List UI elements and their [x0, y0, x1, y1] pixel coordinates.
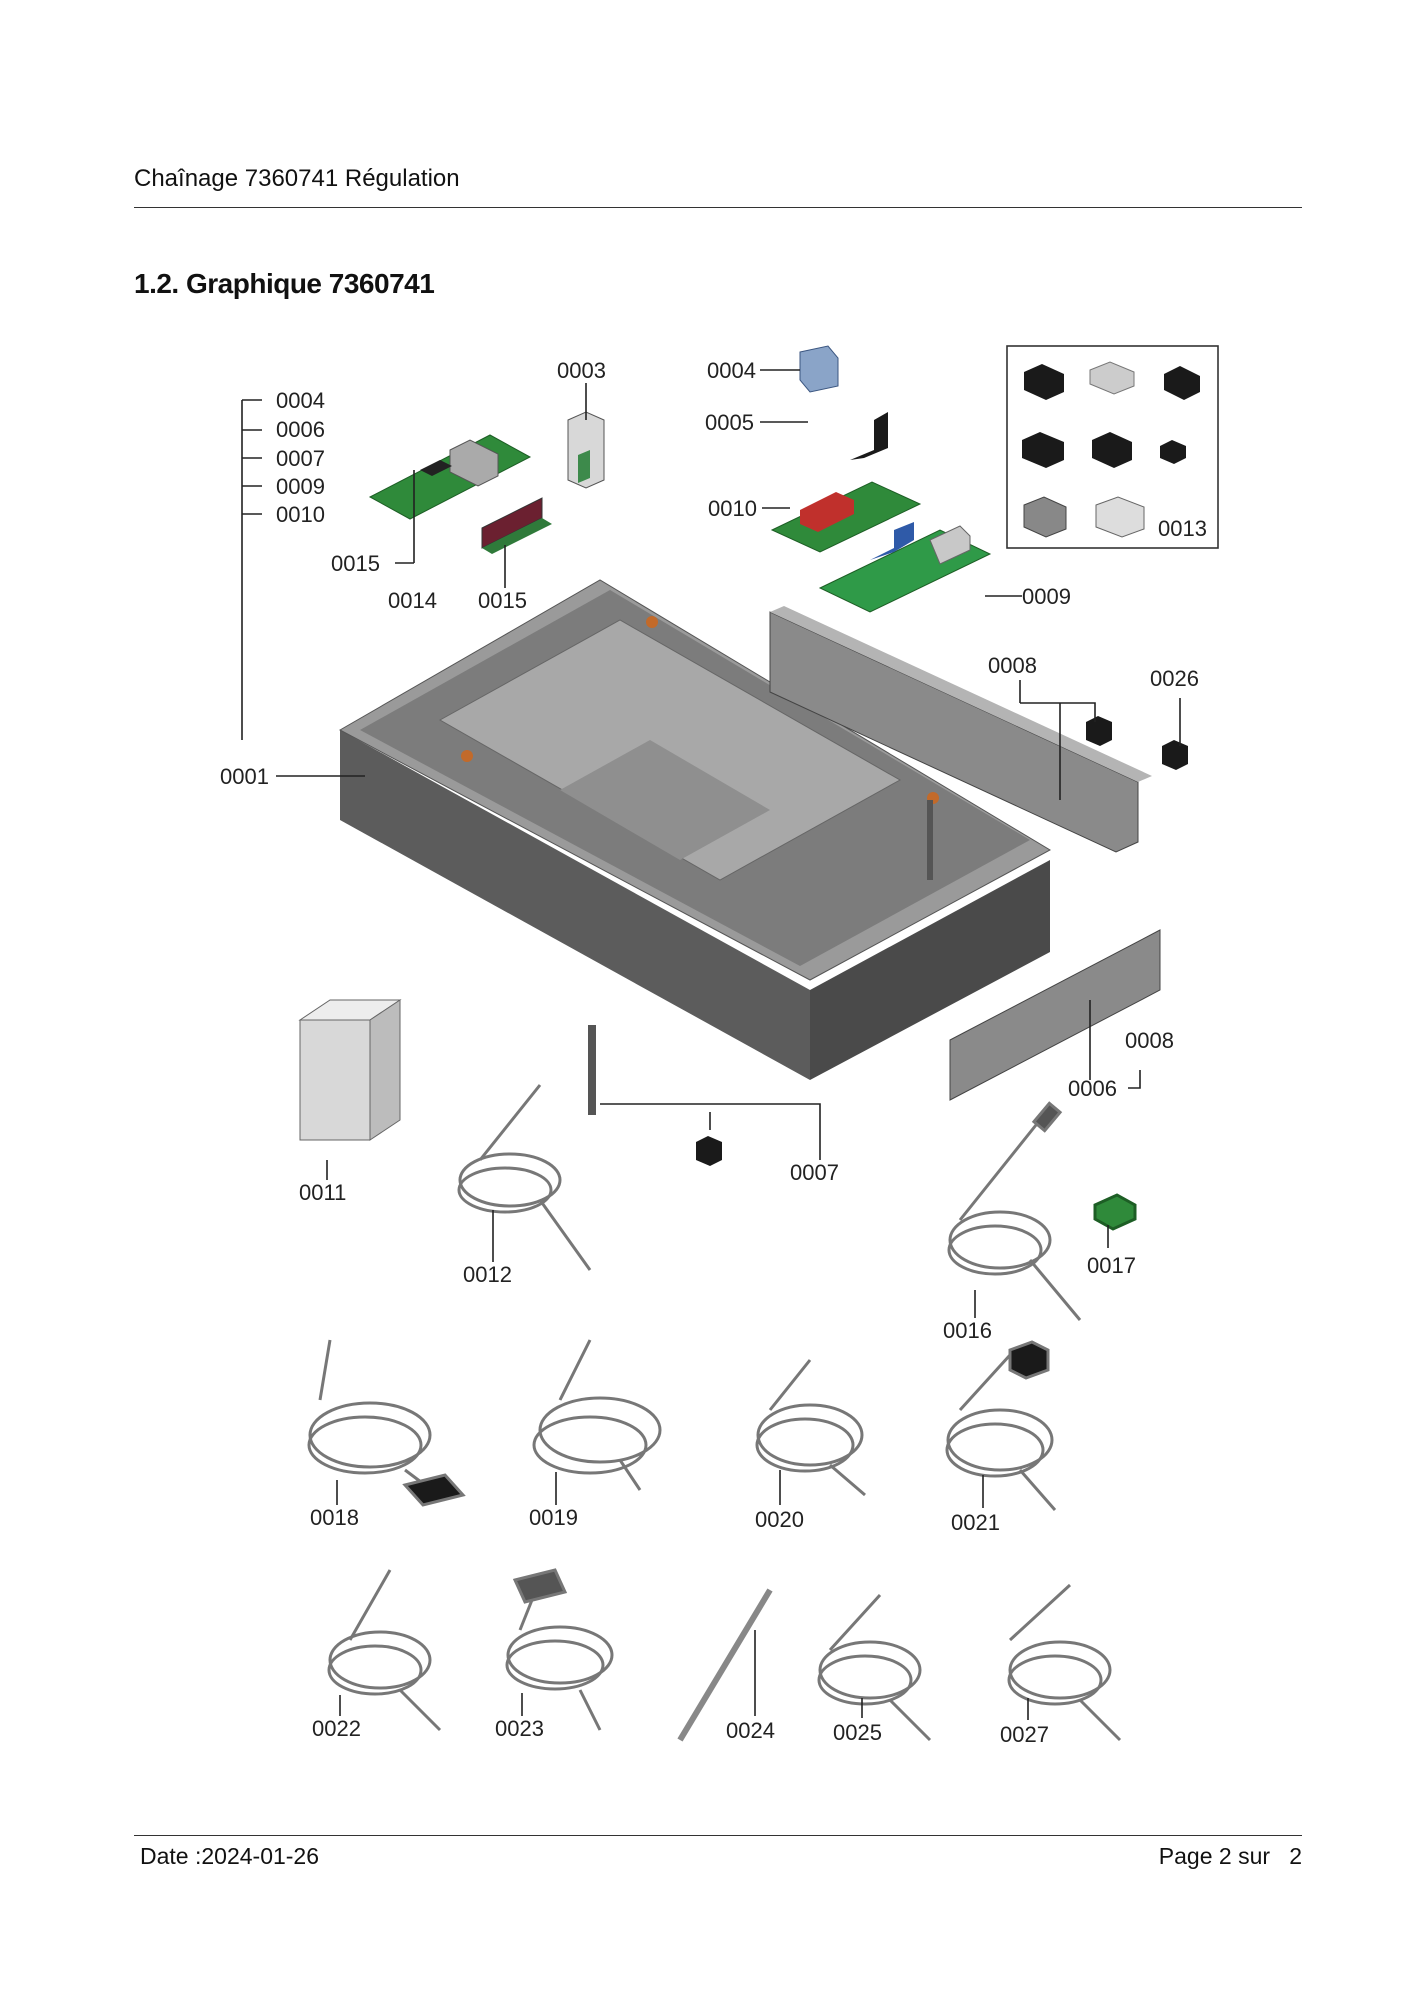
callout-0004-left: 0004 — [276, 388, 325, 413]
callout-0004-right: 0004 — [707, 358, 756, 383]
callout-0003: 0003 — [557, 358, 606, 383]
cable-coils — [307, 1084, 1137, 1742]
callout-0008-bottom: 0008 — [1125, 1028, 1174, 1053]
header-divider — [134, 207, 1302, 208]
footer-divider — [134, 1835, 1302, 1836]
callout-0015-left: 0015 — [331, 551, 380, 576]
callout-0017: 0017 — [1087, 1253, 1136, 1278]
front-cover-0006 — [949, 929, 1161, 1101]
callout-0015-bottom: 0015 — [478, 588, 527, 613]
callout-0008-top: 0008 — [988, 653, 1037, 678]
section-title: 1.2. Graphique 7360741 — [134, 268, 435, 299]
callout-0006-left: 0006 — [276, 417, 325, 442]
terminal-strip-0008 — [769, 606, 1152, 853]
callout-0010-right: 0010 — [708, 496, 757, 521]
pcb-0014 — [368, 434, 532, 520]
part-0003 — [567, 411, 605, 489]
callout-0018: 0018 — [310, 1505, 359, 1530]
page-prefix: Page 2 sur — [1158, 1843, 1271, 1869]
part-0004 — [799, 345, 839, 393]
callout-0019: 0019 — [529, 1505, 578, 1530]
callout-0026: 0026 — [1150, 666, 1199, 691]
callout-0011: 0011 — [299, 1180, 346, 1205]
callout-0021: 0021 — [951, 1510, 1000, 1535]
footer-date: Date :2024-01-26 — [140, 1843, 320, 1869]
pcb-0009 — [818, 522, 992, 613]
main-housing-0001 — [338, 579, 1052, 1080]
callout-0012: 0012 — [463, 1262, 512, 1287]
callout-0014: 0014 — [388, 588, 437, 613]
clip-0026 — [1162, 740, 1188, 770]
leader-lines — [241, 369, 1181, 1720]
callout-0020: 0020 — [755, 1507, 804, 1532]
callout-0013: 0013 — [1158, 516, 1207, 541]
pcb-0010 — [770, 412, 922, 553]
callout-0009-left: 0009 — [276, 474, 325, 499]
pcb-0015 — [481, 497, 552, 554]
callout-0009-right: 0009 — [1022, 584, 1071, 609]
callout-0005: 0005 — [705, 410, 754, 435]
callout-0016: 0016 — [943, 1318, 992, 1343]
document-header-title: Chaînage 7360741 Régulation — [134, 165, 460, 192]
clip-0008 — [1086, 716, 1112, 746]
callout-0025: 0025 — [833, 1720, 882, 1745]
callout-0022: 0022 — [312, 1716, 361, 1741]
callout-0010-left: 0010 — [276, 502, 325, 527]
footer-page-number: Page 2 sur 2 — [1159, 1843, 1302, 1870]
callout-0023: 0023 — [495, 1716, 544, 1741]
callout-labels: 0001 0003 0004 0006 0007 0009 0010 0004 … — [220, 358, 1207, 1747]
callout-0006-bottom: 0006 — [1068, 1076, 1117, 1101]
callout-0007-bottom: 0007 — [790, 1160, 839, 1185]
page-total: 2 — [1289, 1843, 1302, 1869]
callout-0024: 0024 — [726, 1718, 775, 1743]
callout-0027: 0027 — [1000, 1722, 1049, 1747]
box-0011 — [298, 999, 402, 1141]
callout-0001: 0001 — [220, 764, 269, 789]
callout-0007-left: 0007 — [276, 446, 325, 471]
clip-0007 — [696, 1136, 722, 1166]
connector-parts-inset — [1006, 345, 1219, 549]
